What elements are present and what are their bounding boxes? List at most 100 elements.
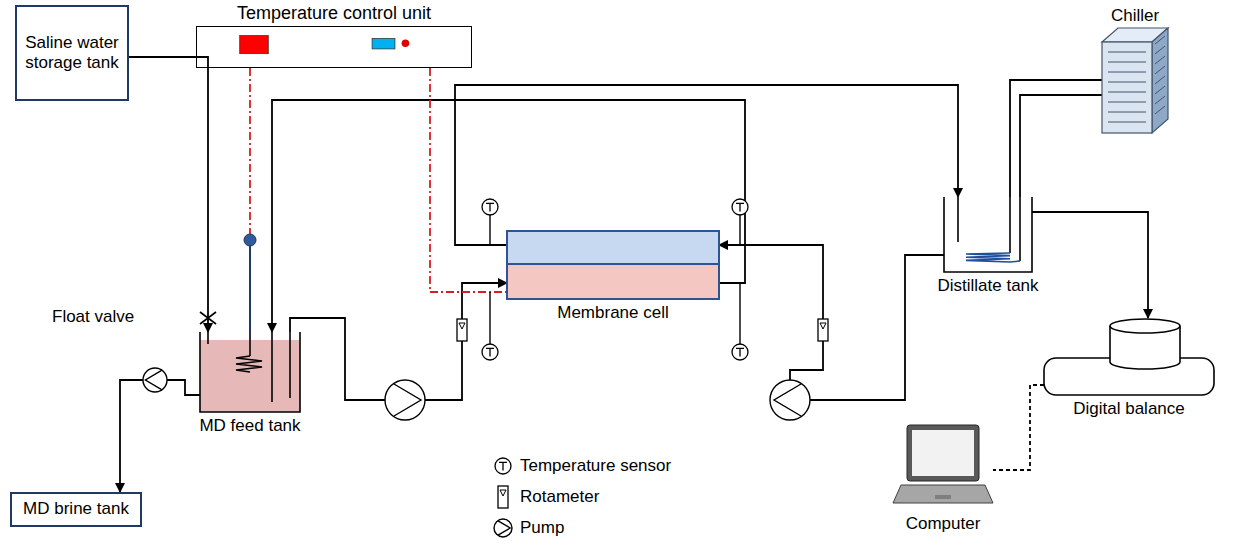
drawing-part <box>1108 52 1146 53</box>
pipe-line <box>1010 80 1102 197</box>
indicator-dot <box>402 39 410 47</box>
keyboard-base <box>893 485 993 503</box>
node-label: Digital balance <box>1073 399 1185 419</box>
data-cable <box>993 385 1044 470</box>
node-label: Chiller <box>1111 6 1159 26</box>
cube-front <box>1102 42 1152 133</box>
legend-entry: Rotameter <box>492 485 599 509</box>
label-holder: Computer <box>906 514 981 534</box>
control-signal <box>430 68 507 292</box>
drawing-part <box>1155 106 1165 114</box>
shape-outline <box>197 27 471 67</box>
distillate-tank: Distillate tank <box>944 197 1032 272</box>
drawing-part <box>1155 66 1165 74</box>
drawing-part <box>1155 76 1165 84</box>
sensor-mark <box>486 348 494 356</box>
drawing-part <box>207 332 209 344</box>
node-label: Membrane cell <box>557 303 669 323</box>
pump-body <box>770 380 810 420</box>
beaker-rim <box>1110 319 1180 333</box>
feed-tank: MD feed tank <box>200 332 300 412</box>
label-holder: Distillate tank <box>937 276 1038 296</box>
drawing-part <box>1108 102 1146 103</box>
drawing-part <box>1155 56 1165 64</box>
pipe-line <box>129 57 208 332</box>
pipe-line <box>455 85 958 245</box>
float-valve-mark <box>200 312 216 324</box>
label-holder: Chiller <box>1111 6 1159 26</box>
drawing-part <box>271 332 273 402</box>
cube-side <box>1152 28 1168 133</box>
control-unit: Temperature control unit <box>196 26 472 68</box>
label-holder: Temperature control unit <box>237 3 431 25</box>
legend-entry: Pump <box>492 516 564 540</box>
cold-channel <box>507 231 719 264</box>
sensor-stem <box>739 283 740 352</box>
drawing-part <box>1009 197 1011 253</box>
pipe <box>208 332 290 402</box>
control-signal <box>249 68 251 332</box>
node-label: MD brine tank <box>23 499 129 519</box>
node-label: Saline water storage tank <box>21 33 123 74</box>
pump-body <box>494 519 512 537</box>
legend-symbol <box>492 485 514 509</box>
sensor-circle <box>495 458 511 474</box>
label-holder: Membrane cell <box>557 303 669 323</box>
sensor-stem <box>489 292 490 352</box>
node-label: MD feed tank <box>199 416 300 436</box>
drawing-part <box>1108 112 1146 113</box>
node-label: Computer <box>906 514 981 534</box>
sensor-mark <box>499 462 507 470</box>
storage-tank: Saline water storage tank <box>15 5 129 101</box>
label-holder: MD feed tank <box>199 416 300 436</box>
drawing-part <box>1155 36 1165 44</box>
drawing-part <box>289 332 291 398</box>
heater-rod <box>249 332 251 356</box>
sensor-circle <box>482 199 498 215</box>
sensor-mark <box>736 348 744 356</box>
drawing-part <box>1108 122 1146 123</box>
pump-impeller <box>774 384 801 416</box>
legend-text: Temperature sensor <box>520 456 671 476</box>
touchpad <box>935 495 951 499</box>
digital-balance: Digital balance <box>1044 318 1214 395</box>
rotameter-tube <box>457 319 467 341</box>
rotameter-float <box>459 323 465 329</box>
cooling-coil <box>966 253 1020 262</box>
legend-symbol <box>492 516 514 540</box>
button <box>372 38 395 48</box>
pipe-line <box>1032 212 1148 318</box>
sensor-circle <box>482 344 498 360</box>
drawing-part <box>1108 62 1146 63</box>
rotameter-tube <box>818 319 828 341</box>
sensor-mark <box>486 203 494 211</box>
pump-impeller <box>145 370 161 389</box>
node-label: Temperature control unit <box>237 3 431 25</box>
sensor-mark <box>736 203 744 211</box>
membrane-cell: Membrane cell <box>507 231 719 299</box>
legend-symbol <box>492 454 514 478</box>
drawing-part <box>1108 72 1146 73</box>
hot-channel <box>507 264 719 299</box>
drawing-part <box>1108 82 1146 83</box>
pump-body <box>143 368 167 392</box>
legend-entry: Temperature sensor <box>492 454 671 478</box>
sensor-circle <box>732 199 748 215</box>
laptop-computer: Computer <box>893 425 993 510</box>
screen <box>912 430 974 476</box>
chiller-unit: Chiller <box>1102 28 1168 133</box>
pump-impeller <box>394 384 421 416</box>
shape-outline <box>507 231 719 299</box>
drawing-part <box>957 197 959 242</box>
sensor-circle <box>732 344 748 360</box>
shape-outline <box>1102 28 1168 133</box>
pump-body <box>385 380 425 420</box>
rotameter-tube <box>498 486 508 508</box>
shape-outline <box>200 332 300 412</box>
brine-tank: MD brine tank <box>10 492 142 527</box>
shape-outline <box>1044 318 1214 395</box>
pipe <box>958 197 1020 261</box>
rotameter-float <box>820 323 826 329</box>
pump-impeller <box>498 521 510 535</box>
